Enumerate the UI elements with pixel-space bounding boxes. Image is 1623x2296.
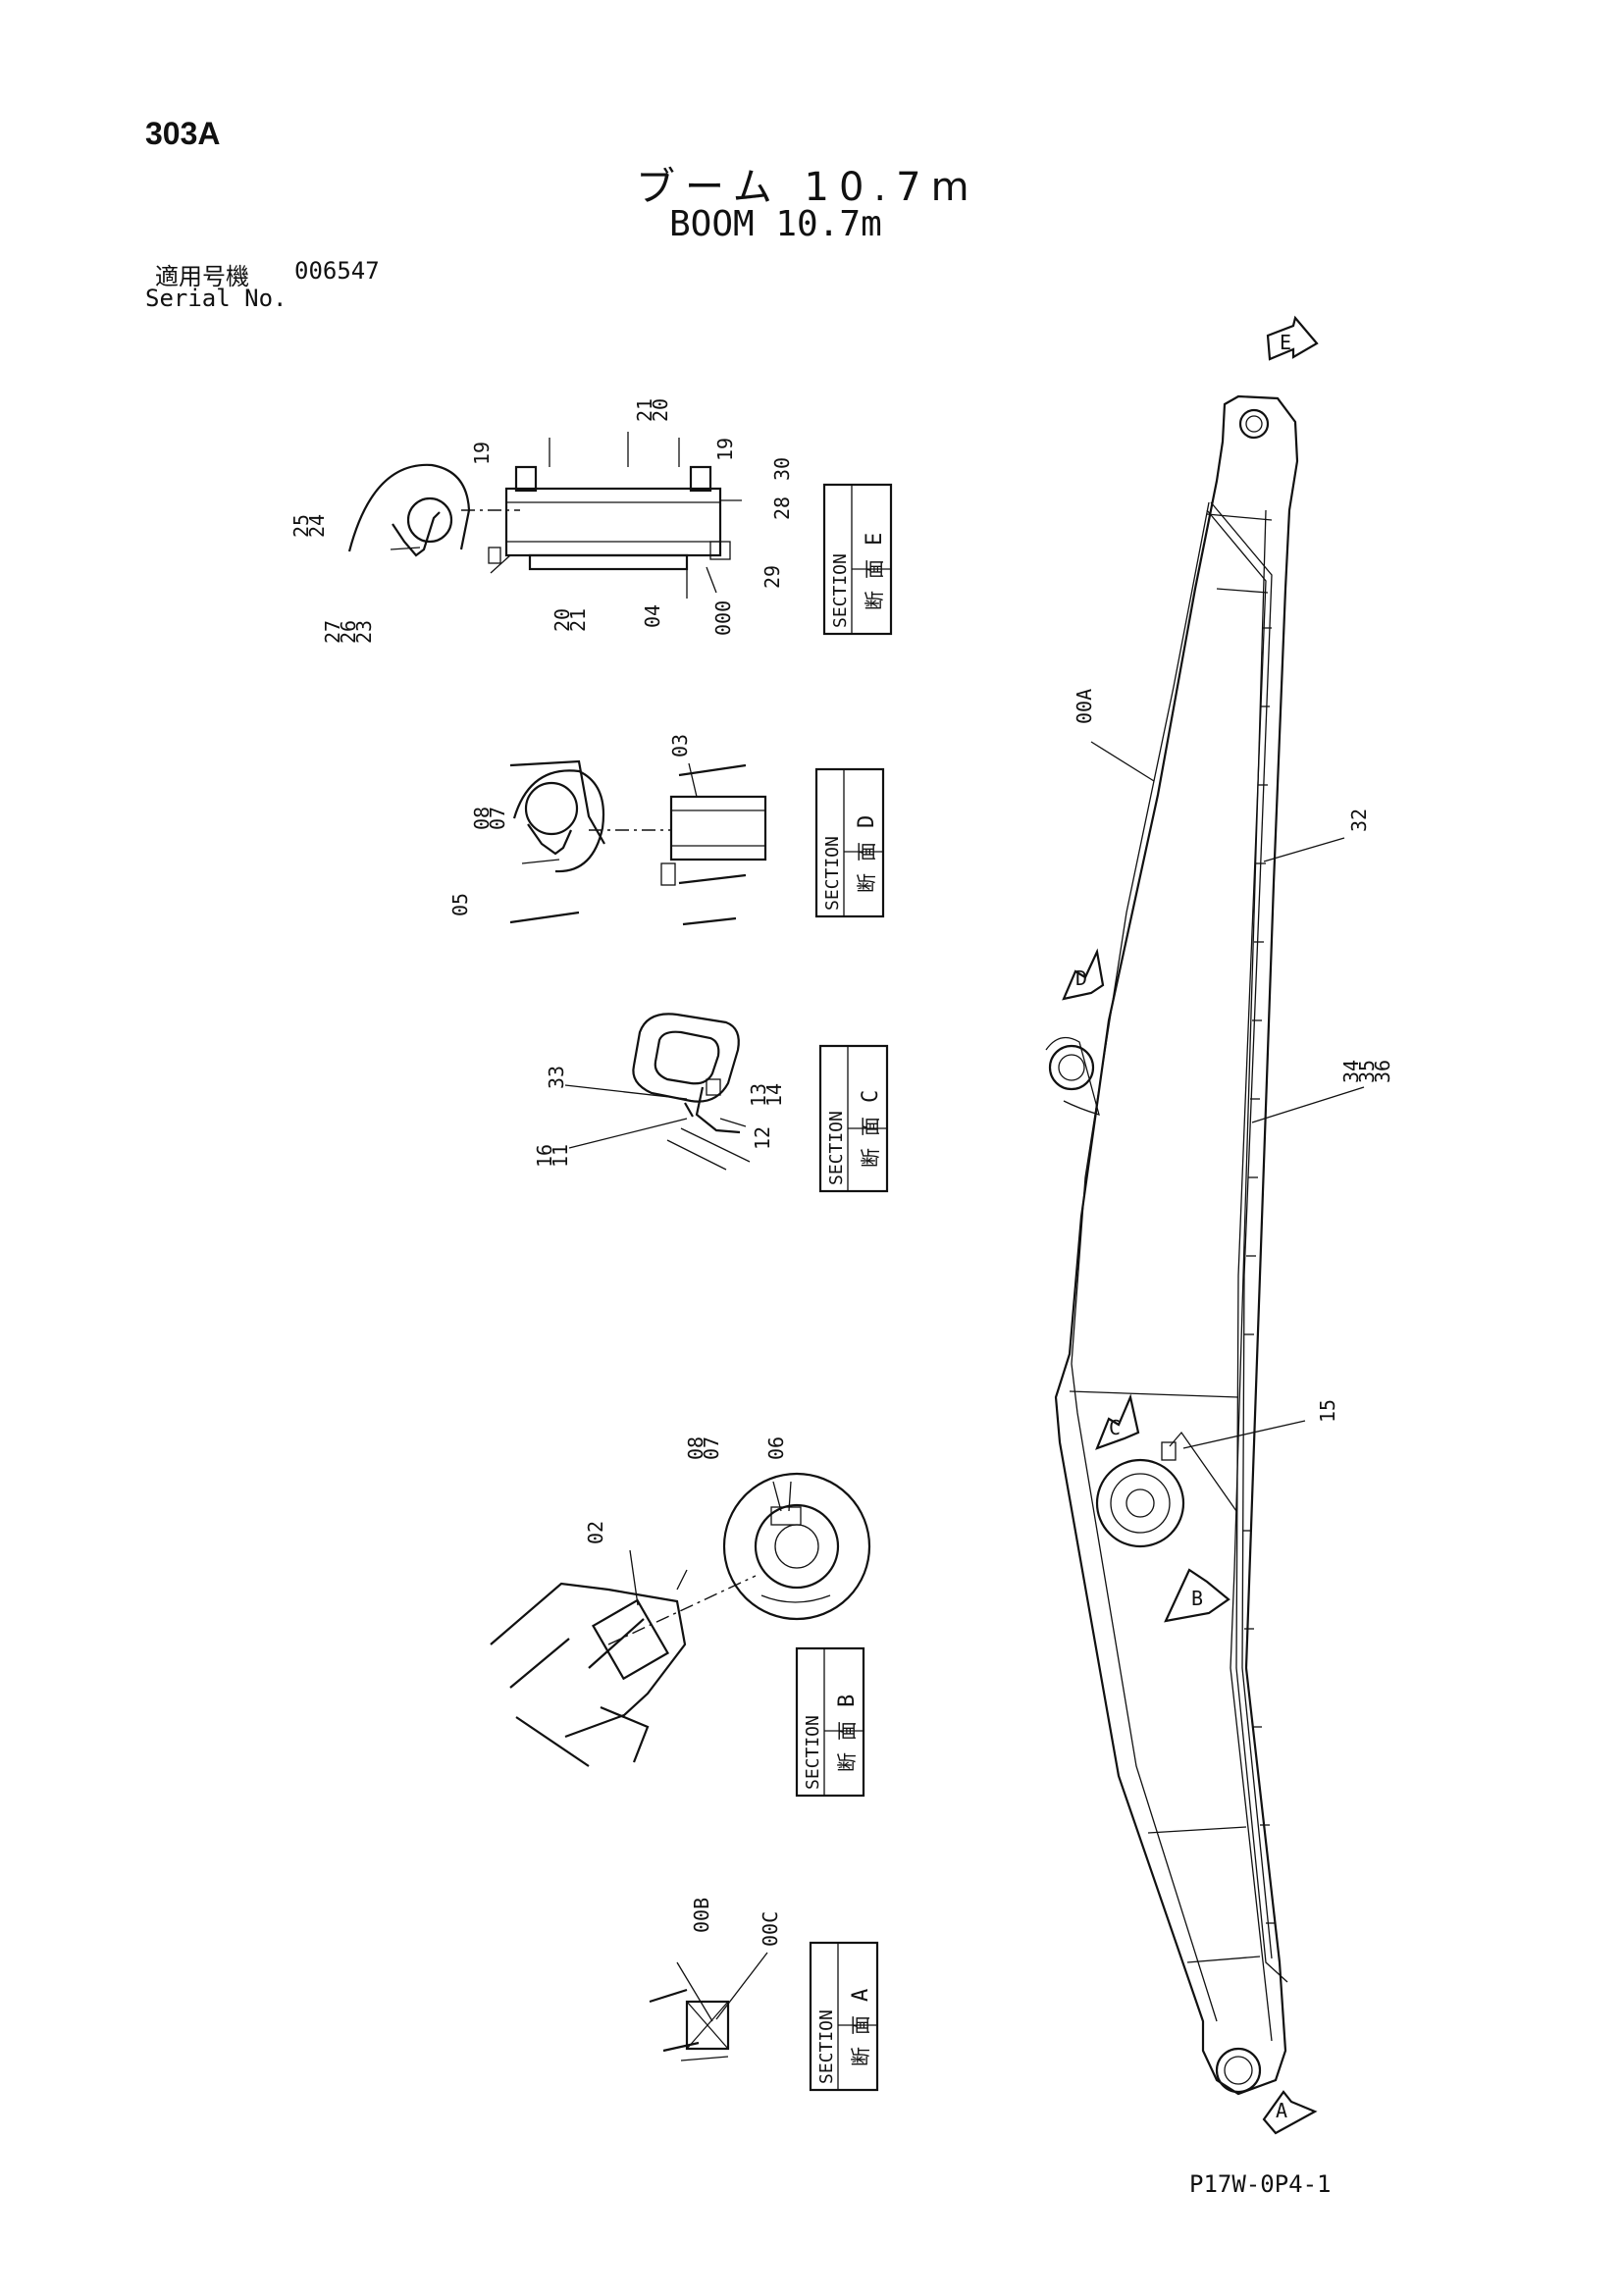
section-b-labels: 08 07 06 02 <box>584 1436 788 1544</box>
label-b-08: 08 <box>684 1436 707 1460</box>
label-e-21a: 21 <box>633 398 656 422</box>
section-e-ja: 断 面 <box>863 559 886 610</box>
section-a-detail <box>649 1952 768 2061</box>
label-e-20b: 20 <box>550 608 574 632</box>
section-b-ja: 断 面 <box>835 1721 859 1772</box>
label-b-07: 07 <box>700 1436 723 1460</box>
serial-label-japanese: 適用号機 <box>155 263 249 290</box>
label-d-05: 05 <box>448 893 472 916</box>
serial-label-english: Serial No. <box>145 285 288 312</box>
label-c-12: 12 <box>751 1126 774 1150</box>
title-english: BOOM 10.7m <box>669 204 882 244</box>
label-e-23: 23 <box>352 620 376 644</box>
section-c-ja: 断 面 <box>859 1117 882 1168</box>
section-b-letter: B <box>835 1695 860 1707</box>
view-marker-a: A <box>1276 2099 1287 2122</box>
label-c-11: 11 <box>549 1144 572 1168</box>
view-marker-d: D <box>1075 966 1087 990</box>
label-e-30: 30 <box>770 457 794 481</box>
title-japanese: ブーム 10.7m <box>636 165 979 210</box>
label-d-03: 03 <box>668 734 692 757</box>
boom-labels: 00A 32 34 35 36 15 <box>1073 689 1394 1423</box>
section-box-b: SECTION 断 面 B <box>795 1646 865 1798</box>
view-markers: E D C B A <box>1062 315 1319 2135</box>
view-marker-e: E <box>1280 331 1291 354</box>
section-d-ja: 断 面 <box>855 842 878 893</box>
label-e-21b: 21 <box>566 608 590 632</box>
label-34: 34 <box>1339 1060 1363 1083</box>
page-number: 303A <box>145 116 221 151</box>
label-e-19b: 19 <box>713 438 737 461</box>
section-e-labels: 19 21 20 19 30 28 29 000 04 20 21 25 24 … <box>289 398 794 644</box>
section-e-detail <box>347 432 742 599</box>
section-c-leaders <box>564 1084 747 1149</box>
label-e-26: 26 <box>337 620 360 644</box>
section-a-labels: 00B 00C <box>690 1898 782 1947</box>
label-a-00c: 00C <box>759 1911 782 1947</box>
label-d-07: 07 <box>486 807 509 830</box>
label-b-02: 02 <box>584 1521 607 1544</box>
label-36: 36 <box>1371 1060 1394 1083</box>
section-d-letter: D <box>855 815 879 828</box>
label-d-08: 08 <box>470 807 494 830</box>
section-b-en: SECTION <box>803 1715 823 1790</box>
label-e-25: 25 <box>289 514 313 538</box>
view-marker-b-icon <box>1164 1568 1230 1623</box>
label-c-14: 14 <box>762 1083 786 1107</box>
section-e-letter: E <box>863 533 887 546</box>
section-c-detail <box>632 1013 751 1171</box>
label-c-16: 16 <box>533 1144 556 1168</box>
section-a-ja: 断 面 <box>849 2015 872 2066</box>
label-e-28: 28 <box>770 496 794 520</box>
label-35: 35 <box>1355 1060 1379 1083</box>
label-e-19a: 19 <box>470 442 494 465</box>
view-marker-a-icon <box>1262 2090 1318 2135</box>
section-box-d: SECTION 断 面 D <box>814 767 885 918</box>
section-d-detail <box>509 759 767 926</box>
view-marker-b: B <box>1191 1587 1203 1610</box>
label-e-27: 27 <box>321 620 344 644</box>
section-d-labels: 03 08 07 05 <box>448 734 692 916</box>
label-e-04: 04 <box>641 604 664 628</box>
section-box-a: SECTION 断 面 A <box>809 1941 879 2092</box>
section-d-en: SECTION <box>822 836 843 911</box>
label-15: 15 <box>1316 1399 1339 1423</box>
section-a-letter: A <box>849 1989 873 2002</box>
label-00a: 00A <box>1073 689 1096 724</box>
boom-outline <box>1045 394 1299 2096</box>
section-b-detail <box>490 1472 871 1767</box>
label-b-06: 06 <box>764 1436 788 1460</box>
label-e-000: 000 <box>711 600 735 636</box>
view-marker-c-icon <box>1095 1393 1140 1450</box>
label-c-13: 13 <box>747 1083 770 1107</box>
section-c-labels: 33 13 14 12 16 11 <box>533 1066 786 1168</box>
view-marker-d-icon <box>1062 948 1105 1001</box>
section-e-en: SECTION <box>830 553 851 628</box>
section-a-en: SECTION <box>816 2009 837 2084</box>
drawing-code: P17W-0P4-1 <box>1189 2170 1332 2198</box>
label-e-24: 24 <box>305 514 329 538</box>
serial-value: 006547 <box>294 257 380 285</box>
label-c-33: 33 <box>545 1066 568 1089</box>
label-e-20a: 20 <box>649 398 672 422</box>
section-box-c: SECTION 断 面 C <box>818 1044 889 1193</box>
section-c-en: SECTION <box>826 1111 847 1185</box>
section-c-letter: C <box>859 1090 883 1103</box>
section-box-e: SECTION 断 面 E <box>822 483 893 636</box>
label-32: 32 <box>1347 809 1371 832</box>
view-marker-c: C <box>1109 1416 1121 1439</box>
label-a-00b: 00B <box>690 1898 713 1933</box>
boom-leaders <box>1090 741 1365 1449</box>
view-marker-e-icon <box>1266 315 1319 361</box>
label-e-29: 29 <box>760 565 784 589</box>
